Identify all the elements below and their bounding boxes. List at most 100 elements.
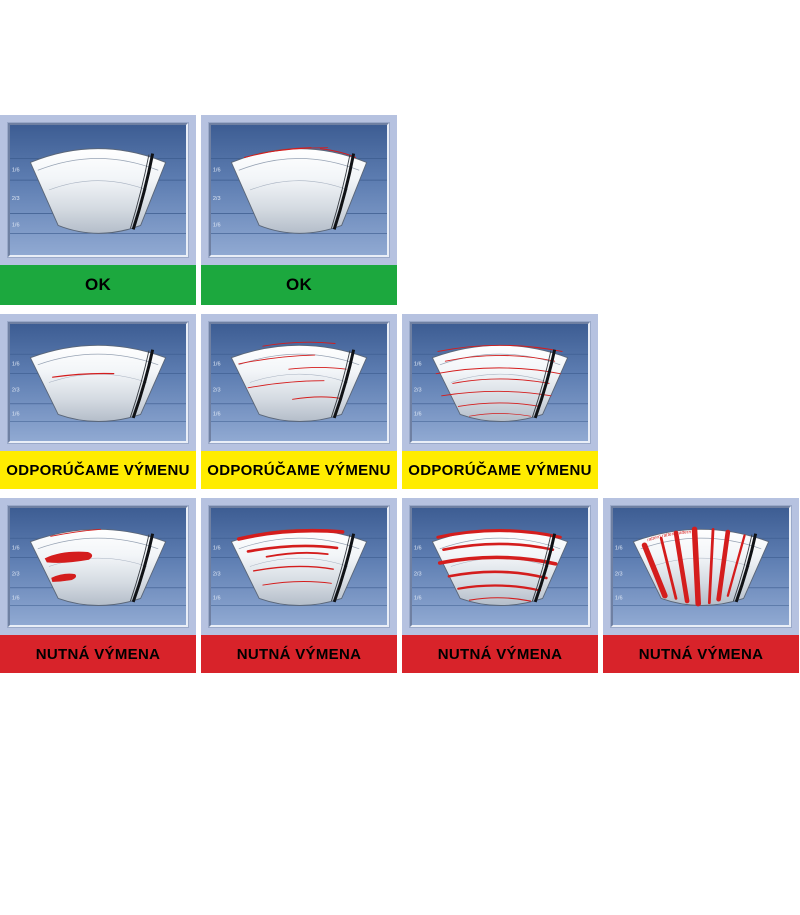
red-streak — [436, 529, 562, 539]
wipe-trace-arc — [249, 180, 349, 191]
status-label-bar: NUTNÁ VÝMENA — [0, 635, 196, 673]
svg-text:1/6: 1/6 — [414, 362, 422, 368]
red-streak — [452, 378, 550, 384]
windshield-image-frame: 1/6 2/3 1/6 — [209, 506, 389, 627]
wiper-blade-shadow — [732, 534, 753, 602]
wipe-trace-arc — [249, 373, 349, 383]
wiper-blade-shadow — [330, 350, 351, 418]
windshield-wiper-illustration: 1/6 2/3 1/6 — [10, 508, 186, 625]
status-label-text: ODPORÚČAME VÝMENU — [6, 461, 190, 479]
coverage-scale-labels: 1/6 2/3 1/6 — [414, 546, 422, 602]
wiper-cell-first-faint-streaks: 1/6 2/3 1/6 OK — [201, 115, 397, 305]
wipe-trace-arc — [48, 557, 148, 567]
wipe-trace-arc — [439, 537, 561, 550]
wiper-blade-shadow — [129, 350, 150, 418]
red-streak — [673, 530, 690, 604]
red-streak — [246, 544, 339, 553]
scene-padding: 1/6 2/3 1/6 — [201, 314, 397, 451]
svg-text:1/6: 1/6 — [414, 411, 422, 417]
streak-marks — [436, 529, 562, 602]
svg-text:1/6: 1/6 — [213, 595, 221, 601]
wipe-trace-arc — [439, 353, 561, 366]
red-streak — [437, 344, 563, 352]
windshield-image-frame: 1/6 2/3 1/6 — [8, 123, 188, 257]
wiped-area-fan — [230, 148, 368, 234]
scene-padding: 1/6 2/3 1/6 rattern rattern rattern — [603, 498, 799, 635]
wiper-cell-severe-streaking: 1/6 2/3 1/6 NUTNÁ VÝMENA — [402, 498, 598, 673]
wiper-blade-shadow — [330, 534, 351, 602]
windshield-image-frame: 1/6 2/3 1/6 — [8, 322, 188, 443]
red-streak — [469, 413, 531, 417]
wiper-blade — [131, 153, 155, 230]
red-streak — [265, 551, 329, 558]
status-label-text: NUTNÁ VÝMENA — [638, 645, 764, 663]
wipe-trace-arc — [249, 557, 349, 567]
wiper-cell-heavy-streaks: 1/6 2/3 1/6 NUTNÁ VÝMENA — [201, 498, 397, 673]
coverage-scale-labels: 1/6 2/3 1/6 — [213, 167, 221, 228]
red-streak — [716, 529, 731, 602]
coverage-scale-labels: 1/6 2/3 1/6 — [213, 362, 221, 418]
svg-text:2/3: 2/3 — [12, 387, 20, 393]
status-label-bar: ODPORÚČAME VÝMENU — [402, 451, 598, 489]
status-row-replacement-necessary: 1/6 2/3 1/6 NUTNÁ VÝMENA — [0, 498, 799, 673]
status-label-bar: ODPORÚČAME VÝMENU — [0, 451, 196, 489]
wipe-trace-arc — [238, 537, 360, 550]
scene-padding: 1/6 2/3 1/6 — [0, 115, 196, 265]
svg-text:1/6: 1/6 — [12, 362, 20, 368]
streak-marks — [641, 526, 746, 607]
wiper-blade — [332, 533, 356, 603]
coverage-scale-labels: 1/6 2/3 1/6 — [213, 546, 221, 602]
red-streak — [52, 372, 115, 378]
svg-text:2/3: 2/3 — [12, 196, 20, 202]
windshield-image-frame: 1/6 2/3 1/6 — [410, 322, 590, 443]
wiper-blade — [734, 533, 758, 603]
svg-text:1/6: 1/6 — [414, 595, 422, 601]
red-streak — [50, 528, 102, 537]
svg-text:2/3: 2/3 — [414, 387, 422, 393]
windshield-image-frame: 1/6 2/3 1/6 — [209, 322, 389, 443]
red-streak — [262, 341, 336, 347]
svg-text:1/6: 1/6 — [12, 546, 20, 552]
scene-padding: 1/6 2/3 1/6 — [402, 314, 598, 451]
coverage-scale-labels: 1/6 2/3 1/6 — [12, 546, 20, 602]
scene-padding: 1/6 2/3 1/6 — [201, 115, 397, 265]
wiper-blade — [332, 349, 356, 419]
red-streak — [457, 584, 541, 592]
windshield-image-frame: 1/6 2/3 1/6 rattern rattern rattern — [611, 506, 791, 627]
status-label-bar: NUTNÁ VÝMENA — [603, 635, 799, 673]
red-streak — [51, 573, 77, 582]
windshield-wiper-illustration: 1/6 2/3 1/6 rattern rattern rattern — [613, 508, 789, 625]
red-streak — [444, 355, 556, 362]
windshield-wiper-illustration: 1/6 2/3 1/6 — [211, 508, 387, 625]
red-streak — [435, 367, 561, 375]
windshield-wiper-illustration: 1/6 2/3 1/6 — [10, 125, 186, 255]
red-streak — [252, 565, 334, 572]
red-streak — [726, 534, 746, 597]
red-streak — [236, 528, 345, 541]
status-label-text: NUTNÁ VÝMENA — [437, 645, 563, 663]
status-row-ok: 1/6 2/3 1/6 OK — [0, 115, 397, 305]
wiper-blade — [131, 533, 155, 603]
windshield-wiper-illustration: 1/6 2/3 1/6 — [211, 125, 387, 255]
wiper-cell-heavy-smears: 1/6 2/3 1/6 NUTNÁ VÝMENA — [0, 498, 196, 673]
coverage-scale-labels: 1/6 2/3 1/6 — [12, 167, 20, 228]
svg-text:1/6: 1/6 — [615, 595, 623, 601]
wiper-blade — [332, 153, 356, 230]
wipe-trace-arc — [238, 158, 360, 171]
wiper-blade-shadow — [129, 154, 150, 229]
wiper-blade — [131, 349, 155, 419]
status-label-text: ODPORÚČAME VÝMENU — [408, 461, 592, 479]
scene-padding: 1/6 2/3 1/6 — [201, 498, 397, 635]
wipe-trace-arc — [37, 158, 159, 171]
windshield-wiper-illustration: 1/6 2/3 1/6 — [211, 324, 387, 441]
status-label-text: NUTNÁ VÝMENA — [236, 645, 362, 663]
streak-marks — [44, 528, 102, 582]
status-label-bar: NUTNÁ VÝMENA — [402, 635, 598, 673]
red-streak — [641, 542, 668, 599]
svg-text:1/6: 1/6 — [213, 411, 221, 417]
red-streak — [247, 380, 325, 389]
wiper-blade-shadow — [129, 534, 150, 602]
streak-marks — [435, 344, 563, 417]
wipe-trace-arc — [651, 557, 751, 567]
windshield-image-frame: 1/6 2/3 1/6 — [410, 506, 590, 627]
